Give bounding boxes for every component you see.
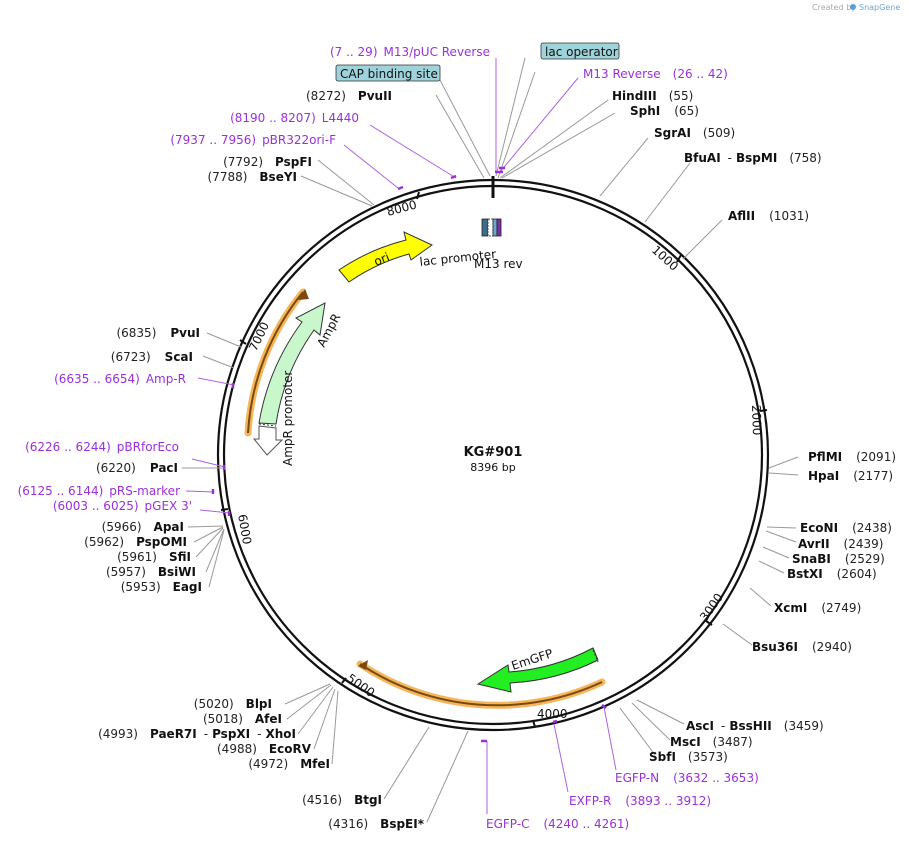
site-bsiwi: (5957)BsiWI: [106, 565, 196, 579]
ampr-feature: [258, 302, 326, 425]
ampr-promoter-label: AmpR promoter: [281, 371, 295, 466]
ampr-highlight-arc-core: [247, 291, 304, 434]
site-sgrai: SgrAI(509): [654, 126, 735, 140]
site-sfii: (5961)SfiI: [117, 550, 191, 564]
site-afei: (5018)AfeI: [203, 712, 282, 726]
emgfp-highlight-arc-core: [359, 663, 603, 707]
tick-label-2000: 2000: [749, 405, 764, 436]
primer-connectors: [185, 58, 617, 814]
site-bsu36i: Bsu36I(2940): [752, 640, 852, 654]
site-hpai: HpaI(2177): [808, 469, 893, 483]
site-paer7i-pspxi-xhoi: (4993)PaeR7I-PspXI-XhoI: [98, 727, 296, 741]
ori-label: ori: [372, 250, 392, 269]
site-connectors: [182, 57, 799, 823]
site-pspfi: (7792)PspFI: [223, 155, 312, 169]
emgfp-highlight-arrowhead: [358, 660, 368, 670]
ori-feature: [338, 231, 433, 283]
primer-exfp-r: EXFP-R(3893 .. 3912): [569, 794, 711, 808]
credit-brand: SnapGene: [859, 3, 900, 12]
site-snabi: SnaBI(2529): [792, 552, 885, 566]
primer-pgex-3: (6003 .. 6025)pGEX 3': [53, 499, 192, 513]
cap-binding-site-box: [335, 64, 441, 82]
site-mfei: (4972)MfeI: [248, 757, 330, 771]
lac-operator-label: lac operator: [545, 45, 618, 59]
primer-m13-puc-reverse: (7 .. 29)M13/pUC Reverse: [330, 45, 490, 59]
site-pvui: (6835)PvuI: [116, 326, 200, 340]
site-econi: EcoNI(2438): [800, 521, 892, 535]
site-msci: MscI(3487): [670, 735, 753, 749]
ampr-highlight-arrowhead: [298, 289, 309, 300]
primer-amp-r: (6635 .. 6654)Amp-R: [54, 372, 186, 386]
primer-pbrforeco: (6226 .. 6244)pBRforEco: [25, 440, 179, 454]
site-blpi: (5020)BlpI: [194, 697, 272, 711]
site-pvuii: (8272)PvuII: [306, 89, 392, 103]
site-asci-bsshii: AscI-BssHII(3459): [686, 719, 824, 733]
cap-binding-site-label: CAP binding site: [340, 67, 438, 81]
primer-marks: [211, 166, 607, 743]
m13-rev-label: M13 rev: [474, 257, 523, 271]
site-scai: (6723)ScaI: [111, 350, 193, 364]
site-pspomi: (5962)PspOMI: [84, 535, 187, 549]
site-pflmi: PflMI(2091): [808, 450, 896, 464]
primer-egfp-n: EGFP-N(3632 .. 3653): [615, 771, 759, 785]
site-apai: (5966)ApaI: [102, 520, 184, 534]
primer-prs-marker: (6125 .. 6144)pRS-marker: [18, 484, 180, 498]
lac-operator-box: [540, 42, 620, 60]
primer-egfp-c: EGFP-C(4240 .. 4261): [486, 817, 629, 831]
ampr-promoter-feature: [252, 425, 284, 456]
site-btgi: (4516)BtgI: [302, 793, 382, 807]
site-bspei: (4316)BspEI*: [328, 817, 424, 831]
site-sphi: SphI(65): [630, 104, 699, 118]
lac-region-features: [481, 218, 502, 237]
site-paci: (6220)PacI: [96, 461, 178, 475]
site-sbfi: SbfI(3573): [649, 750, 728, 764]
tick-label-4000: 4000: [537, 707, 568, 721]
site-bseyi: (7788)BseYI: [208, 170, 298, 184]
primer-l4440: (8190 .. 8207)L4440: [230, 111, 359, 125]
site-avrii: AvrII(2439): [798, 537, 883, 551]
site-aflii: AflII(1031): [728, 209, 809, 223]
scale-ticks: [220, 191, 768, 728]
plasmid-length: 8396 bp: [470, 461, 515, 474]
site-ecorv: (4988)EcoRV: [217, 742, 312, 756]
primer-m13-reverse: M13 Reverse(26 .. 42): [583, 67, 728, 81]
site-hindiii: HindIII(55): [612, 89, 693, 103]
site-bstxi: BstXI(2604): [787, 567, 877, 581]
ampr-feature-divider: [258, 423, 277, 427]
credit-text: Created by: [812, 3, 856, 12]
primer-pbr322ori-f: (7937 .. 7956)pBR322ori-F: [170, 133, 336, 147]
site-xcmi: XcmI(2749): [774, 601, 861, 615]
tick-label-6000: 6000: [235, 513, 254, 546]
emgfp-feature: [476, 647, 599, 693]
snapgene-logo-icon: [850, 4, 856, 10]
plasmid-name: KG#901: [464, 445, 523, 460]
site-bfuai-bspmi: BfuAI-BspMI(758): [684, 151, 822, 165]
site-eagi: (5953)EagI: [121, 580, 202, 594]
